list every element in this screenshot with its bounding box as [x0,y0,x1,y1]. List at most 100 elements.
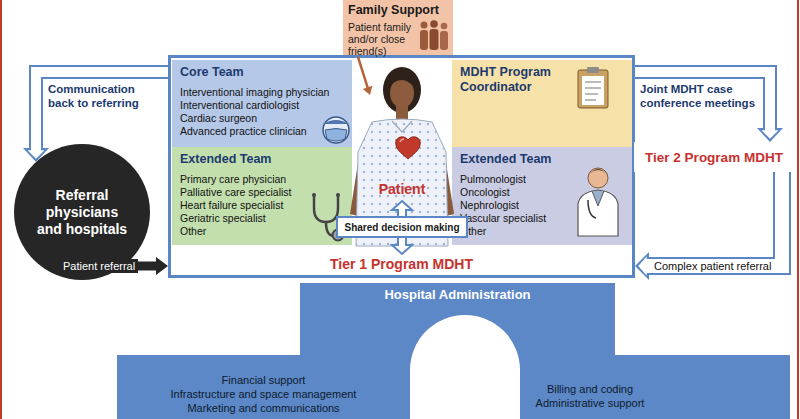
clipboard-icon [585,94,598,95]
doctor-icon [588,200,596,218]
list-item: Vascular specialist [460,212,624,225]
stethoscope-icon [312,193,344,241]
list-item: Geriatric specialist [180,212,344,225]
support-item: Financial support [117,373,410,387]
edge-label: Complex patient referral [652,259,773,273]
list-item: Advanced practice clinician [180,125,344,138]
edge-label: Patient referral [60,259,138,273]
support-item: Infrastructure and space management [117,387,410,401]
stethoscope-icon [312,193,316,197]
stethoscope-icon [333,230,344,241]
team-box: Extended TeamPulmonologistOncologistNeph… [452,147,632,245]
frame-line [797,0,799,419]
box-heading: Core Team [180,65,344,80]
box-body: Patient family and/or close friend(s) [348,21,412,57]
panel-label: Tier 1 Program MDHT [330,256,473,273]
support-item: Administrative support [515,396,665,410]
patient-figure-drawing [396,137,421,159]
list-item: Oncologist [460,186,624,199]
mask-icon [325,129,347,142]
people-icon [420,20,448,50]
double-arrow [392,201,412,254]
clipboard-icon [587,67,599,73]
people-icon [441,23,448,30]
connector-band [635,72,770,131]
circle-label: Referral physicians and hospitals [33,187,131,238]
arch-shape [117,283,790,419]
frame-line [0,0,2,419]
connector-band [646,172,782,266]
list-item: Other [460,225,624,238]
arrow-head [762,130,779,139]
admin-leg: Billing and codingAdministrative support [515,360,665,419]
edge-label: Joint MDHT case conference meetings [640,82,762,110]
clipboard-icon [585,100,596,101]
box-heading: Extended Team [180,152,344,167]
list-item: Other [180,225,344,238]
double-arrow [392,201,412,254]
arrow-head [28,150,45,159]
list-item: Heart failure specialist [180,199,344,212]
panel-label: Tier 2 Program MDHT [645,149,783,166]
arrow-head [156,257,168,275]
patient-figure-drawing [356,119,448,246]
stethoscope-icon [336,193,340,197]
connector [23,72,168,162]
edge-label-holder: Patient referral [60,259,138,273]
admin-leg: Financial supportInfrastructure and spac… [117,355,410,419]
arch-label: Hospital Administration [384,287,530,303]
patient-label: Patient [379,181,426,198]
support-item: Billing and coding [515,382,665,396]
connector-band [635,72,770,129]
arrow-head [363,86,373,95]
mask-icon [323,117,349,143]
patient-figure-drawing [392,121,412,132]
edge-label-holder: Complex patient referral [652,259,773,273]
edge-label: Communication back to referring [48,82,160,110]
connector [635,172,782,280]
connector-line [358,57,368,88]
decision-box: Shared decision making [336,216,467,238]
box-heading: Family Support [348,3,448,18]
stethoscope-icon [314,196,338,222]
connector [358,57,372,95]
team-box: Extended TeamPrimary care physicianPalli… [172,147,352,245]
list-item: Nephrologist [460,199,624,212]
people-icon [440,31,448,50]
admin-arch: Hospital AdministrationFinancial support… [117,280,790,419]
clipboard-icon [582,76,604,105]
box-label: Shared decision making [344,221,459,234]
list-item: Interventional cardiologist [180,99,344,112]
patient-figure-drawing [400,139,404,142]
patient-figure-drawing [356,119,448,246]
box-heading: Extended Team [460,152,624,167]
clipboard-icon [585,82,601,83]
patient-figure-drawing [383,67,421,113]
connector-band [36,72,168,149]
doctor-icon [592,191,604,206]
list-item: Interventional imaging physician [180,86,344,99]
mask-icon [323,120,349,124]
team-box: Core TeamInterventional imaging physicia… [172,60,352,147]
clipboard-icon [578,67,608,108]
arrow-head [638,257,647,276]
list-item: Pulmonologist [460,173,624,186]
edge-label-holder: Communication back to referring [48,82,160,110]
doctor-icon [578,168,618,236]
people-icon [421,22,428,29]
people-icon [420,30,428,50]
support-item: Marketing and communications [117,401,410,415]
people-icon [430,20,438,28]
connector [635,72,783,142]
clipboard-icon [578,70,608,108]
connector-band [648,172,782,266]
clipboard-icon [585,88,601,89]
box-heading: MDHT Program Coordinator [460,65,570,95]
connector-band [36,72,168,151]
doctor-icon [578,190,618,236]
people-icon [430,29,439,50]
list-item: Palliative care specialist [180,186,344,199]
mask-icon [323,117,349,143]
